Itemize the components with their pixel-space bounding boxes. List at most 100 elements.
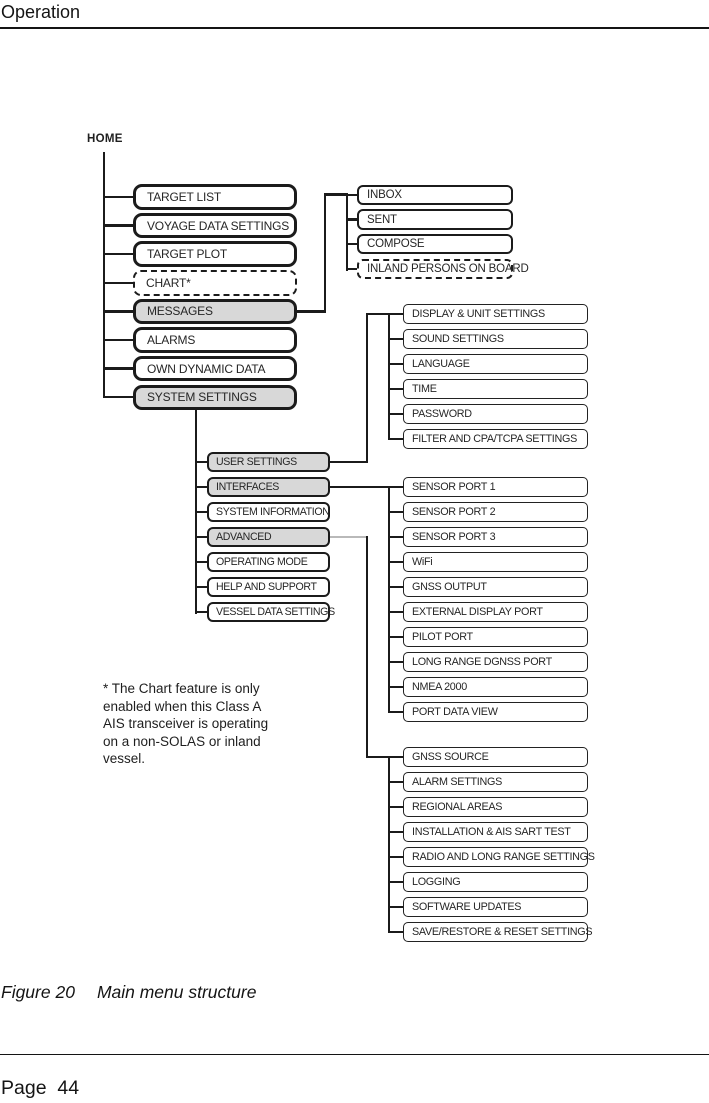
connector-line [196, 510, 209, 514]
connector-line [104, 252, 135, 256]
menu-box-nmea-2000: NMEA 2000 [403, 677, 588, 697]
menu-box-vessel-data-settings: VESSEL DATA SETTINGS [207, 602, 335, 622]
connector-line [389, 756, 405, 758]
connector-line [347, 267, 359, 270]
connector-line [347, 193, 359, 197]
connector-line [388, 313, 390, 440]
connector-line [347, 243, 359, 246]
connector-line [365, 536, 368, 758]
menu-box-long-range-dgnss-port: LONG RANGE DGNSS PORT [403, 652, 588, 672]
connector-line [196, 610, 209, 614]
menu-box-advanced: ADVANCED [207, 527, 330, 547]
menu-box-logging: LOGGING [403, 872, 588, 892]
connector-line [389, 338, 405, 340]
connector-line [389, 636, 405, 638]
menu-box-software-updates: SOFTWARE UPDATES [403, 897, 588, 917]
connector-line [389, 486, 405, 488]
connector-line [104, 395, 135, 399]
connector-line [330, 536, 366, 538]
menu-box-time: TIME [403, 379, 588, 399]
connector-line [389, 611, 405, 613]
connector-line [104, 367, 135, 370]
footer-divider [0, 1054, 709, 1056]
menu-box-interfaces: INTERFACES [207, 477, 330, 497]
menu-box-own-dynamic-data: OWN DYNAMIC DATA [133, 355, 297, 382]
connector-line [389, 586, 405, 588]
connector-line [388, 486, 390, 713]
connector-line [324, 193, 348, 196]
connector-line [389, 413, 405, 415]
connector-line [389, 313, 405, 315]
connector-line [346, 193, 349, 272]
menu-box-filter-and-cpa-tcpa-settings: FILTER AND CPA/TCPA SETTINGS [403, 429, 588, 449]
connector-line [104, 224, 135, 227]
menu-box-pilot-port: PILOT PORT [403, 627, 588, 647]
connector-line [389, 711, 405, 713]
connector-line [389, 561, 405, 563]
menu-box-operating-mode: OPERATING MODE [207, 552, 330, 572]
menu-box-target-plot: TARGET PLOT [133, 241, 297, 267]
chart-footnote: * The Chart feature is only enabled when … [103, 680, 268, 768]
menu-box-sensor-port-1: SENSOR PORT 1 [403, 477, 588, 497]
footnote-line: vessel. [103, 751, 146, 766]
connector-line [330, 486, 389, 488]
menu-box-gnss-output: GNSS OUTPUT [403, 577, 588, 597]
connector-line [324, 193, 327, 313]
menu-box-radio-and-long-range-settings: RADIO AND LONG RANGE SETTINGS [403, 847, 595, 867]
connector-line [196, 535, 209, 539]
menu-box-port-data-view: PORT DATA VIEW [403, 702, 588, 722]
menu-box-inbox: INBOX [357, 184, 513, 206]
connector-line [389, 856, 405, 858]
connector-line [196, 485, 209, 489]
connector-line [330, 461, 368, 463]
connector-line [389, 438, 405, 440]
connector-line [389, 661, 405, 663]
menu-box-voyage-data-settings: VOYAGE DATA SETTINGS [133, 212, 297, 239]
connector-line [365, 313, 390, 315]
menu-box-sensor-port-3: SENSOR PORT 3 [403, 527, 588, 547]
menu-box-chart: CHART* [133, 270, 297, 296]
menu-box-sound-settings: SOUND SETTINGS [403, 329, 588, 349]
menu-box-user-settings: USER SETTINGS [207, 452, 330, 472]
connector-line [389, 363, 405, 365]
header-divider [0, 27, 709, 29]
menu-box-language: LANGUAGE [403, 354, 588, 374]
connector-line [104, 195, 135, 199]
figure-caption-title: Main menu structure [96, 982, 257, 1002]
connector-line [389, 388, 405, 390]
connector-line [389, 831, 405, 833]
connector-line [104, 281, 135, 285]
menu-box-messages: MESSAGES [133, 298, 297, 325]
footnote-line: * The Chart feature is only [103, 681, 260, 696]
menu-box-compose: COMPOSE [357, 233, 513, 255]
header-title: Operation [1, 2, 81, 22]
figure-caption-label: Figure 20 [1, 982, 75, 1002]
connector-line [196, 585, 209, 589]
menu-box-target-list: TARGET LIST [133, 184, 297, 210]
menu-box-wifi: WiFi [403, 552, 588, 572]
footnote-line: enabled when this Class A [103, 698, 262, 714]
menu-box-password: PASSWORD [403, 404, 588, 424]
menu-box-display-unit-settings: DISPLAY & UNIT SETTINGS [403, 304, 588, 324]
connector-line [389, 881, 405, 883]
connector-line [365, 313, 368, 463]
menu-box-system-settings: SYSTEM SETTINGS [133, 384, 297, 410]
home-root-label: HOME [87, 133, 123, 145]
connector-line [347, 218, 359, 221]
connector-line [389, 931, 405, 933]
connector-line [389, 686, 405, 688]
footnote-line: on a non-SOLAS or inland [103, 733, 261, 749]
page-number: Page 44 [1, 1077, 80, 1099]
connector-line [389, 806, 405, 808]
connector-line [388, 756, 390, 933]
connector-line [104, 310, 135, 313]
menu-box-inland-persons-on-board: INLAND PERSONS ON BOARD [357, 258, 529, 280]
menu-box-system-information: SYSTEM INFORMATION [207, 502, 330, 522]
connector-line [365, 756, 390, 758]
connector-line [389, 781, 405, 783]
connector-line [389, 906, 405, 908]
menu-box-external-display-port: EXTERNAL DISPLAY PORT [403, 602, 588, 622]
menu-box-installation-ais-sart-test: INSTALLATION & AIS SART TEST [403, 822, 588, 842]
menu-box-gnss-source: GNSS SOURCE [403, 747, 588, 767]
connector-line [196, 560, 209, 564]
